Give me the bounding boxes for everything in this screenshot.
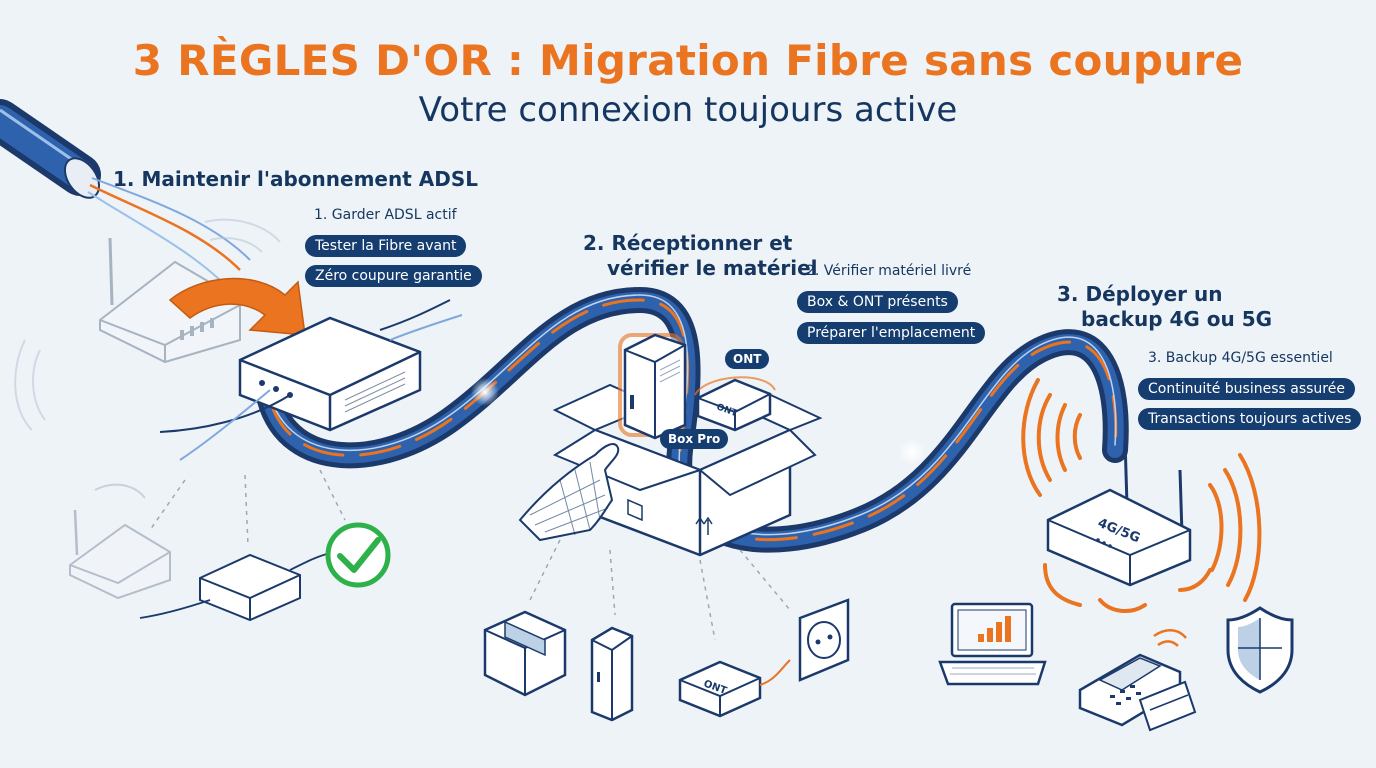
- step2-heading-line1: 2. Réceptionner et: [583, 231, 793, 255]
- ont-icon: ONT: [694, 376, 776, 432]
- step2-pill-1: Box & ONT présents: [797, 291, 958, 313]
- box-pro-small-icon: [590, 626, 634, 722]
- ont-device-icon: ONT: [678, 659, 791, 718]
- shield-icon: [1226, 606, 1294, 694]
- connector-lines: [149, 469, 791, 641]
- power-socket-icon: [798, 598, 850, 682]
- package-icon: [483, 610, 567, 697]
- router-4g5g-icon: 4G/5G: [1046, 439, 1192, 587]
- laptop-icon: [938, 602, 1047, 686]
- payment-terminal-icon: [1078, 629, 1197, 732]
- step2-heading-line2: vérifier le matériel: [607, 256, 818, 280]
- step3-heading-line2: backup 4G ou 5G: [1081, 307, 1273, 331]
- page-title: 3 RÈGLES D'OR : Migration Fibre sans cou…: [132, 36, 1244, 85]
- step1-pill-2: Zéro coupure garantie: [305, 265, 482, 287]
- page-subtitle: Votre connexion toujours active: [418, 90, 958, 130]
- step3-subheading: 3. Backup 4G/5G essentiel: [1148, 350, 1333, 366]
- step1-subheading: 1. Garder ADSL actif: [314, 207, 457, 223]
- check-icon: [325, 522, 391, 588]
- fiber-box-icon: [159, 299, 463, 461]
- step2-subheading: 2. Vérifier matériel livré: [806, 263, 972, 279]
- fiber-cable-icon: [0, 99, 251, 286]
- step1-heading: 1. Maintenir l'abonnement ADSL: [113, 167, 478, 191]
- step2-pill-2: Préparer l'emplacement: [797, 322, 986, 344]
- box-pro-tag: Box Pro: [660, 429, 729, 449]
- signal-waves-icon: [1021, 378, 1262, 613]
- fiber-path: [257, 286, 1129, 553]
- step1-pill-1: Tester la Fibre avant: [305, 235, 467, 257]
- step3-heading-line1: 3. Déployer un: [1057, 282, 1223, 306]
- migration-arrow-icon: [168, 277, 306, 336]
- step3-pill-2: Transactions toujours actives: [1138, 408, 1362, 430]
- faded-adsl-router-icon: [69, 483, 171, 600]
- hand-icon: [518, 443, 620, 542]
- fiber-box-small-icon: [139, 551, 336, 622]
- ont-tag: ONT: [725, 349, 770, 369]
- step3-pill-1: Continuité business assurée: [1138, 378, 1355, 400]
- box-pro-icon: [618, 333, 687, 440]
